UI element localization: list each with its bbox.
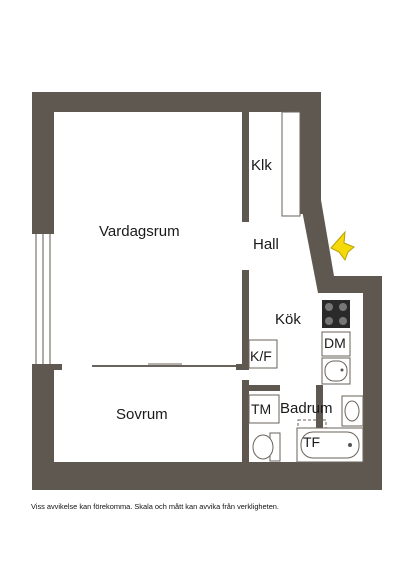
room-label-hall: Hall — [253, 236, 279, 253]
fixture-label-tm: TM — [251, 401, 272, 417]
wall-right-kitchen — [363, 276, 382, 490]
stove-icon — [322, 300, 350, 328]
wall-right-upper — [300, 92, 321, 214]
toilet-icon — [252, 432, 281, 462]
window — [35, 234, 51, 364]
wall-left-lower — [32, 364, 54, 490]
wall-bath-right — [316, 385, 323, 465]
fixture-label-kf: K/F — [250, 348, 272, 364]
room-label-vardagsrum: Vardagsrum — [99, 223, 180, 240]
wall-top — [32, 92, 321, 112]
wall-left-upper — [32, 92, 54, 234]
fixture-label-tf: TF — [303, 434, 321, 450]
fridge-freezer-box — [248, 339, 278, 369]
room-label-sovrum: Sovrum — [116, 406, 168, 423]
entrance-arrow-icon — [330, 230, 355, 262]
wall-bedroom-stub-left — [54, 364, 62, 370]
wall-kitchen-left — [242, 270, 249, 370]
interior-walls — [54, 112, 323, 466]
wall-bath-left — [242, 380, 249, 466]
wall-bottom — [32, 462, 382, 490]
wall-kitchen-top — [318, 276, 382, 293]
outer-walls — [32, 92, 382, 490]
room-label-badrum: Badrum — [280, 400, 333, 417]
disclaimer-text: Viss avvikelse kan förekomma. Skala och … — [31, 502, 279, 511]
wall-bedroom-stub-right — [236, 364, 248, 370]
wall-entrance-side — [300, 200, 334, 293]
dishwasher-box — [321, 331, 351, 357]
wall-bath-top — [242, 385, 280, 391]
kitchen-sink-icon — [321, 357, 351, 385]
wall-closet-left — [242, 112, 249, 222]
washing-machine-box — [248, 394, 280, 424]
closet-shelf — [281, 111, 301, 217]
room-label-kok: Kök — [275, 311, 301, 328]
bathroom-sink-icon — [341, 395, 364, 427]
room-label-klk: Klk — [251, 157, 272, 174]
bathtub-icon — [296, 427, 364, 463]
fixture-label-dm: DM — [324, 335, 346, 351]
sliding-partition — [92, 363, 236, 367]
